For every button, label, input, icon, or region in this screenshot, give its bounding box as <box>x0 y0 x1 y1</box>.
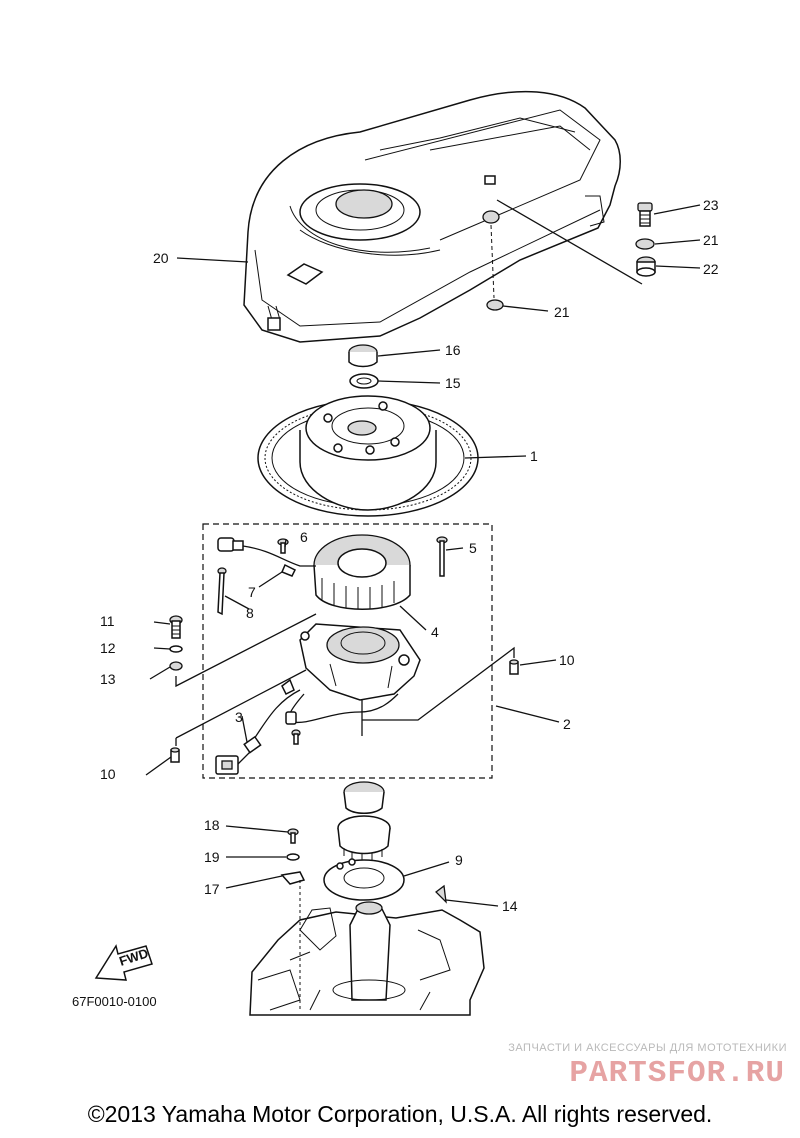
callout-19: 19 <box>204 849 220 865</box>
drive-gear-lower <box>337 815 391 862</box>
callout-21-top: 21 <box>703 232 719 248</box>
callout-23: 23 <box>703 197 719 213</box>
callout-21-bottom: 21 <box>554 304 570 320</box>
dowel-pin-10-left <box>170 747 180 763</box>
callout-6: 6 <box>300 529 308 545</box>
washer-19 <box>286 853 300 861</box>
callout-12: 12 <box>100 640 116 656</box>
wire-harness <box>215 678 399 775</box>
stay-17 <box>280 871 306 885</box>
washer-21-bottom <box>486 299 504 311</box>
washer-13 <box>169 661 183 671</box>
washer-21-top <box>635 238 655 250</box>
callout-17: 17 <box>204 881 220 897</box>
callout-4: 4 <box>431 624 439 640</box>
fwd-arrow-icon: FWD <box>94 944 153 981</box>
bolt-23 <box>637 202 653 227</box>
assembly-2-boundary <box>202 523 493 779</box>
screw-small <box>291 729 301 745</box>
watermark-tagline: ЗАПЧАСТИ И АКСЕССУАРЫ ДЛЯ МОТОТЕХНИКИ <box>508 1042 787 1054</box>
woodruff-key-14 <box>435 884 447 904</box>
callout-16: 16 <box>445 342 461 358</box>
base-plate <box>299 623 421 701</box>
diagram-code: 67F0010-0100 <box>72 994 157 1009</box>
stator-coil <box>313 534 411 610</box>
flywheel-cover <box>243 90 621 343</box>
exploded-view-diagram: FWD 20 23 21 22 21 16 15 1 6 5 7 8 <box>72 90 719 1016</box>
callout-11: 11 <box>100 613 115 629</box>
flywheel-rotor <box>257 395 479 517</box>
callout-1: 1 <box>530 448 538 464</box>
bolt-8 <box>217 567 227 616</box>
callout-3: 3 <box>235 709 243 725</box>
drive-gear-upper <box>343 781 385 814</box>
crankcase <box>249 880 485 1016</box>
callout-18: 18 <box>204 817 220 833</box>
callout-15: 15 <box>445 375 461 391</box>
callout-14: 14 <box>502 898 518 914</box>
washer-12 <box>169 645 183 653</box>
callout-7: 7 <box>248 584 256 600</box>
nut-16 <box>348 344 378 368</box>
bolt-11 <box>169 615 183 639</box>
callout-20: 20 <box>153 250 169 266</box>
callout-8: 8 <box>246 605 254 621</box>
sensor-plug <box>217 537 316 577</box>
grommet-22 <box>636 256 656 277</box>
copyright-notice: ©2013 Yamaha Motor Corporation, U.S.A. A… <box>87 1101 713 1127</box>
callout-13: 13 <box>100 671 116 687</box>
watermark-logo: PARTSFOR.RU <box>569 1056 785 1091</box>
callout-9: 9 <box>455 852 463 868</box>
dowel-pin-10-right <box>509 659 519 675</box>
callout-22: 22 <box>703 261 719 277</box>
leader-lines <box>145 204 701 907</box>
washer-15 <box>349 373 379 389</box>
callout-10-right: 10 <box>559 652 575 668</box>
screw-18 <box>287 828 299 844</box>
screw-6 <box>277 538 289 554</box>
callout-2: 2 <box>563 716 571 732</box>
callout-10-left: 10 <box>100 766 116 782</box>
plate-9 <box>323 858 405 901</box>
bolt-5 <box>436 536 448 577</box>
callout-5: 5 <box>469 540 477 556</box>
